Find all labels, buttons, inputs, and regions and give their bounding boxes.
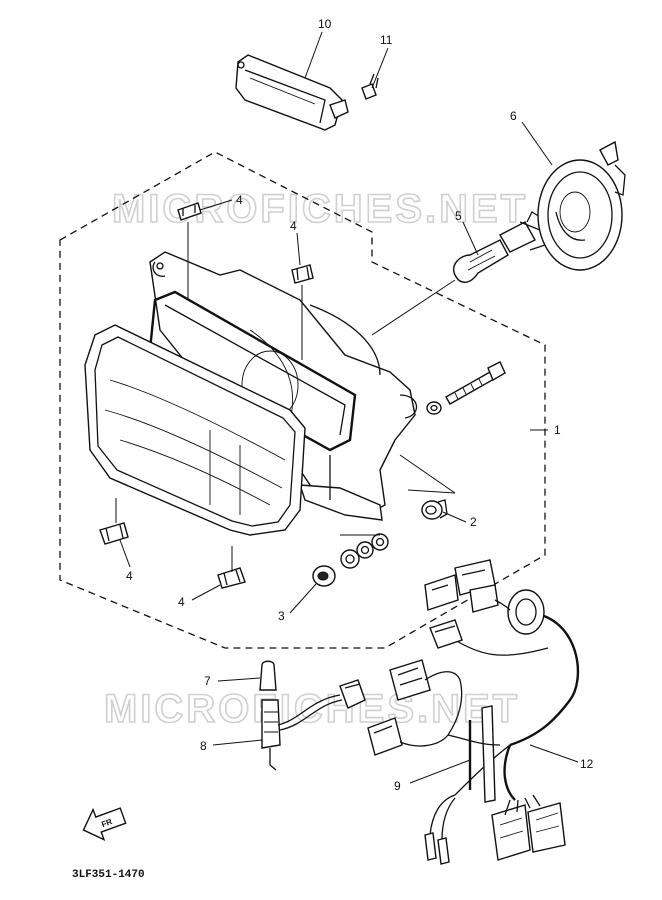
callout-5: 5 [455,209,462,223]
callout-4-top: 4 [236,193,243,207]
callout-4-mid: 4 [290,219,297,233]
headlight-unit [84,251,418,536]
watermark-upper: MICROFICHES.NET [112,187,528,231]
bulb-5 [453,211,546,283]
callout-2: 2 [470,515,477,529]
position-bulb-7 [259,660,277,691]
callout-7: 7 [204,674,211,688]
socket-cord-8 [261,679,366,771]
socket-cover-6 [537,140,626,271]
callout-1: 1 [554,423,561,437]
watermark-lower: MICROFICHES.NET [104,687,520,731]
callout-4-lower-right: 4 [178,595,185,609]
callout-labels: 10 11 6 4 5 4 1 2 4 4 3 7 8 12 9 [126,17,594,793]
callout-6: 6 [510,109,517,123]
sub-harness-12 [367,659,501,803]
position-lamp-9 [235,54,349,131]
adjusting-screw [426,361,506,415]
callout-9: 10 [318,17,332,31]
diagram-code: 3LF351-1470 [72,869,145,881]
front-direction-arrow: FR [82,807,127,841]
washers-3 [312,533,389,587]
callout-3: 3 [278,609,285,623]
callout-10: 11 [380,33,393,47]
screw-10 [361,73,379,100]
clip-4-mid [291,264,314,284]
nut-2 [421,499,448,520]
wiring-harness-11 [424,559,580,865]
assembly-boundary [59,151,546,649]
callout-8: 8 [200,739,207,753]
leader-lines [115,31,579,784]
clip-4-top [177,202,202,221]
callout-4-lower-left: 4 [126,569,133,583]
clip-4-lower-right [217,567,246,589]
callout-12: 9 [394,779,401,793]
clip-4-lower-left [99,522,129,545]
callout-11: 12 [580,757,594,771]
front-arrow-label: FR [100,817,113,829]
